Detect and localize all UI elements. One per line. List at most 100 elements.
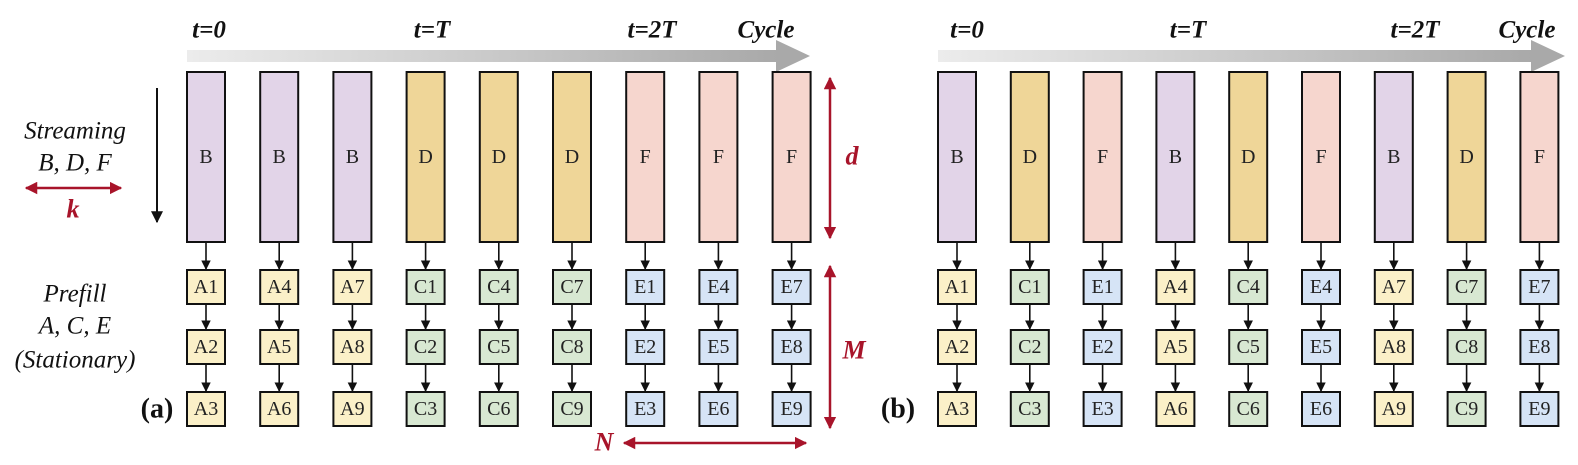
prefill-block-label: E9 (1528, 398, 1550, 420)
prefill-block (771, 391, 812, 427)
prefill-block (698, 269, 739, 305)
streaming-block-label: D (1241, 146, 1255, 168)
streaming-block-label: B (273, 146, 286, 168)
prefill-block-label: A5 (267, 336, 291, 358)
n-label: N (594, 428, 615, 457)
prefill-block (332, 391, 373, 427)
prefill-block (405, 269, 446, 305)
prefill-set-label: A, C, E (37, 313, 111, 340)
m-label: M (841, 336, 866, 365)
streaming-block-label: D (492, 146, 506, 168)
prefill-block (1446, 329, 1487, 365)
streaming-set-label: B, D, F (38, 150, 112, 177)
prefill-block-label: E8 (780, 336, 802, 358)
streaming-block (1155, 71, 1196, 243)
prefill-block-label: A4 (267, 276, 291, 298)
streaming-block-label: D (565, 146, 579, 168)
prefill-block (552, 391, 592, 427)
prefill-block (552, 269, 592, 305)
prefill-block (405, 391, 446, 427)
prefill-block (1155, 329, 1196, 365)
prefill-block-label: E4 (1310, 276, 1332, 298)
prefill-block-label: C3 (1018, 398, 1041, 420)
prefill-block (937, 329, 977, 365)
prefill-block (1082, 391, 1123, 427)
streaming-block (1082, 71, 1123, 243)
stationary-label: (Stationary) (15, 347, 136, 374)
prefill-block-label: C8 (560, 336, 583, 358)
prefill-block-label: E6 (1310, 398, 1332, 420)
time-label: t=0 (192, 17, 226, 44)
prefill-block-label: C8 (1455, 336, 1478, 358)
streaming-block (405, 71, 446, 243)
k-label: k (67, 195, 80, 224)
streaming-block-label: F (640, 146, 651, 168)
prefill-block (625, 391, 666, 427)
streaming-block (625, 71, 666, 243)
prefill-block-label: A8 (1382, 336, 1406, 358)
prefill-block-label: C5 (487, 336, 510, 358)
streaming-block-label: F (1097, 146, 1108, 168)
prefill-block (1373, 329, 1414, 365)
time-label: t=0 (950, 17, 984, 44)
streaming-block (478, 71, 519, 243)
prefill-block-label: E2 (634, 336, 656, 358)
prefill-block-label: E2 (1091, 336, 1113, 358)
prefill-block-label: A3 (194, 398, 218, 420)
streaming-block-label: F (1534, 146, 1545, 168)
prefill-block-label: A4 (1163, 276, 1187, 298)
prefill-block-label: A7 (340, 276, 364, 298)
streaming-block-label: B (1169, 146, 1182, 168)
streaming-block-label: B (1387, 146, 1400, 168)
prefill-block-label: E5 (707, 336, 729, 358)
prefill-block (332, 269, 373, 305)
prefill-block (937, 269, 977, 305)
prefill-block (1009, 391, 1050, 427)
prefill-block (1301, 269, 1341, 305)
prefill-block (1519, 269, 1560, 305)
prefill-block (1519, 391, 1560, 427)
streaming-block-label: F (1315, 146, 1326, 168)
prefill-block (1446, 269, 1487, 305)
prefill-block (1082, 269, 1123, 305)
prefill-block (478, 391, 519, 427)
prefill-block (1373, 391, 1414, 427)
prefill-block (1446, 391, 1487, 427)
panel-label: (a) (141, 394, 174, 425)
prefill-block-label: C6 (1237, 398, 1260, 420)
d-label: d (846, 142, 860, 171)
prefill-block-label: E1 (1091, 276, 1113, 298)
prefill-block (698, 329, 739, 365)
streaming-block-label: B (950, 146, 963, 168)
prefill-block (259, 391, 300, 427)
prefill-block (1228, 269, 1269, 305)
prefill-block-label: C2 (414, 336, 437, 358)
prefill-block-label: A5 (1163, 336, 1187, 358)
prefill-block-label: A9 (340, 398, 364, 420)
streaming-block (698, 71, 739, 243)
prefill-block (1228, 329, 1269, 365)
streaming-block (552, 71, 592, 243)
prefill-block-label: C4 (1237, 276, 1260, 298)
prefill-block (1301, 391, 1341, 427)
streaming-block (937, 71, 977, 243)
prefill-block (186, 329, 226, 365)
prefill-block-label: E5 (1310, 336, 1332, 358)
prefill-block-label: E1 (634, 276, 656, 298)
prefill-block (771, 269, 812, 305)
prefill-block-label: E3 (634, 398, 656, 420)
streaming-block-label: D (418, 146, 432, 168)
prefill-block-label: A1 (194, 276, 218, 298)
prefill-block (1373, 269, 1414, 305)
streaming-block-label: F (786, 146, 797, 168)
prefill-label: Prefill (43, 281, 107, 308)
streaming-block (771, 71, 812, 243)
prefill-block-label: C1 (1018, 276, 1041, 298)
prefill-block-label: E9 (780, 398, 802, 420)
streaming-block (186, 71, 226, 243)
time-label: Cycle (1499, 17, 1556, 44)
prefill-block-label: E8 (1528, 336, 1550, 358)
prefill-block-label: C4 (487, 276, 510, 298)
streaming-block-label: B (199, 146, 212, 168)
